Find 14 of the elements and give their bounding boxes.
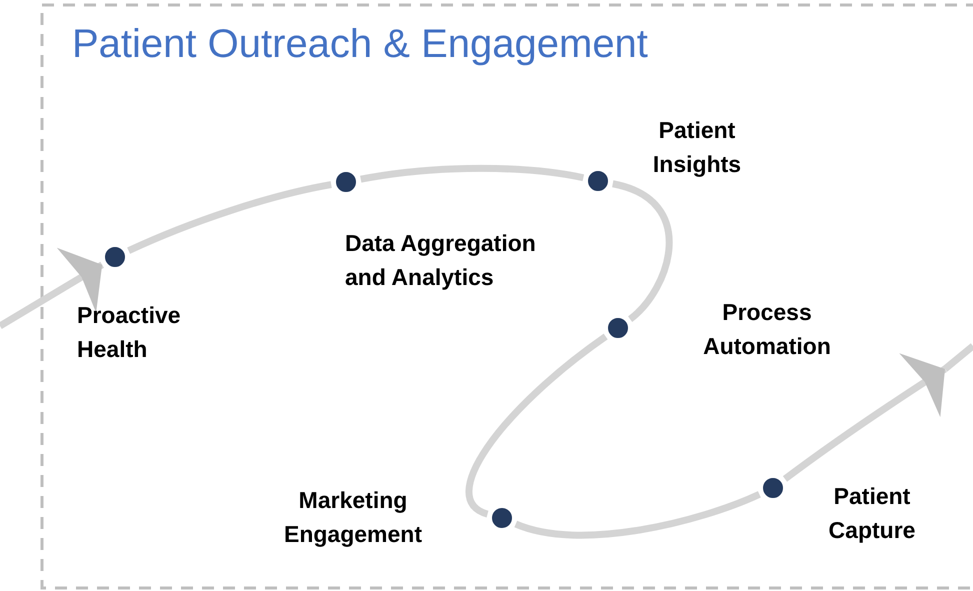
connector-line [612,180,673,322]
milestone-label: Marketing Engagement [282,486,424,549]
milestone-label: Data Aggregation and Analytics [345,229,537,292]
title: Patient Outreach & Engagement [72,21,648,68]
arrow [782,353,947,482]
connector-line [360,164,584,183]
connector-line [127,181,332,254]
connector-line [466,334,608,518]
milestone-label: Patient Insights [652,116,742,179]
milestone-label: Proactive Health [77,301,182,364]
connector-line [514,491,761,539]
milestone-label: Patient Capture [828,482,916,545]
arrow [0,248,104,329]
milestone-label: Process Automation [702,298,832,361]
